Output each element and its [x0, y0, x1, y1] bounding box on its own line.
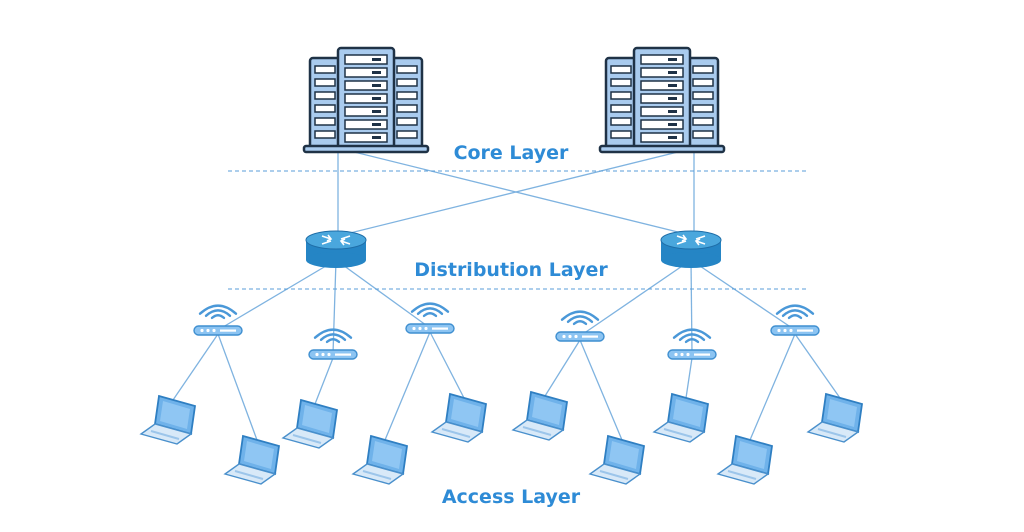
wireless-access-point-icon	[555, 310, 605, 342]
laptop-icon	[806, 392, 864, 443]
router-icon	[305, 230, 367, 268]
devices	[139, 46, 864, 485]
laptop-icon	[588, 434, 646, 485]
wireless-access-point-icon	[405, 302, 455, 334]
connection-lines	[172, 147, 841, 441]
router-icon	[660, 230, 722, 268]
link-ap-laptop-2	[217, 333, 258, 441]
laptop-icon	[716, 434, 774, 485]
link-ap-laptop-5	[429, 331, 465, 399]
link-ap-laptop-8	[685, 357, 693, 399]
layer-dividers	[228, 170, 806, 290]
link-dist-ap-4	[579, 259, 692, 337]
laptop-icon	[430, 392, 488, 443]
link-ap-laptop-6	[544, 339, 581, 397]
wireless-access-point-icon	[770, 304, 820, 336]
laptop-icon	[281, 398, 339, 449]
link-ap-laptop-1	[172, 333, 219, 401]
laptop-icon	[223, 434, 281, 485]
laptop-icon	[351, 434, 409, 485]
link-core2-dist1	[337, 147, 695, 237]
link-ap-laptop-7	[579, 339, 623, 441]
wireless-access-point-icon	[667, 328, 717, 360]
distribution-layer-label: Distribution Layer	[414, 259, 608, 281]
server-rack-icon	[598, 46, 726, 154]
link-dist-ap-3	[335, 259, 431, 329]
server-rack-icon	[302, 46, 430, 154]
laptop-icon	[652, 392, 710, 443]
wireless-access-point-icon	[308, 328, 358, 360]
link-dist-ap-6	[690, 259, 796, 331]
link-ap-laptop-4	[384, 331, 431, 441]
core-layer-label: Core Layer	[454, 142, 569, 164]
link-ap-laptop-9	[749, 333, 796, 441]
laptop-icon	[511, 390, 569, 441]
access-layer-label: Access Layer	[442, 486, 581, 508]
link-ap-laptop-10	[794, 333, 841, 399]
laptop-icon	[139, 394, 197, 445]
link-ap-laptop-3	[314, 357, 334, 405]
wireless-access-point-icon	[193, 304, 243, 336]
link-dist-ap-1	[217, 259, 337, 331]
